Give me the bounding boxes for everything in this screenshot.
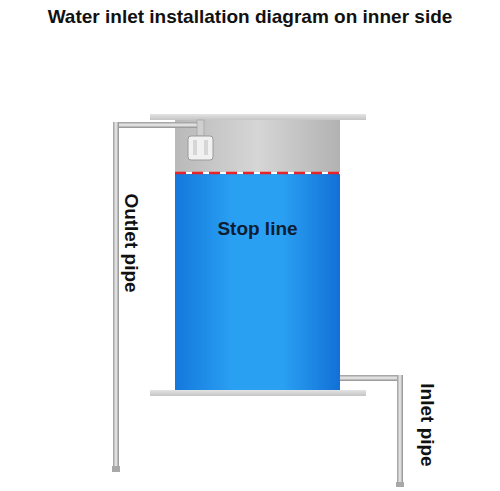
pipe-label: Inlet pipe [416,383,438,466]
valve-stem [197,120,204,136]
top-plate [150,114,366,120]
pipe-end [112,466,120,472]
outlet-pipe-vertical [113,122,119,472]
float-slot [204,140,208,155]
pipe-end [396,482,404,487]
float-valve [188,136,213,160]
title: Water inlet installation diagram on inne… [48,6,453,28]
inlet-pipe-vertical [397,375,403,487]
float-slot [193,140,197,155]
bottom-plate [150,390,366,396]
inlet-pipe-horizontal [338,375,403,381]
water-label: Stop line [217,218,297,240]
pipe-label: Outlet pipe [120,193,142,292]
water-body: Stop line [175,174,340,390]
tank-air-space [175,120,340,172]
outlet-pipe-horizontal [113,122,203,128]
